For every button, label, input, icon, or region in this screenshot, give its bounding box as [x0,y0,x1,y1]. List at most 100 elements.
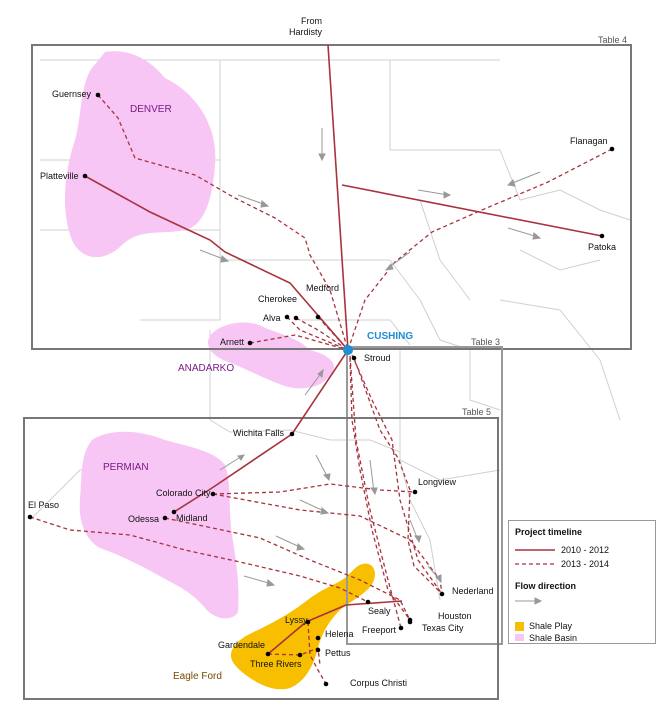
arnett-label: Arnett [220,337,245,347]
sealy-label: Sealy [368,606,391,616]
table-3-box [346,346,503,645]
el-paso-label: El Paso [28,500,59,510]
eagle-ford-play-shape [230,563,375,690]
cushing-hub-dot [343,345,353,355]
patoka-pipeline [341,184,603,237]
texas-city-dot [407,619,413,625]
midland-label: Midland [176,513,208,523]
midland-houston [164,517,411,621]
guernsey-pipeline [97,94,349,351]
stroud-label: Stroud [364,353,391,363]
medford-label: Medford [306,283,339,293]
colorado-city-nederland [212,493,443,595]
pettus-label: Pettus [325,648,351,658]
wichita-falls-label: Wichita Falls [233,428,285,438]
origin-label-line1: From [301,16,322,26]
lyssy-label: Lyssy [285,615,308,625]
legend-arrow-icon [515,597,543,605]
anadarko-basin-shape [208,322,334,389]
three-rivers-dot [297,652,303,658]
origin-label-line2: Hardisty [289,27,323,37]
alva-dot [293,315,299,321]
guernsey-dot [95,92,101,98]
arnett-dot [247,340,253,346]
el-paso-pipeline [29,516,369,603]
platteville-pipeline [84,175,349,351]
sealy-dot [365,599,371,605]
permian-basin-shape [79,431,239,619]
flanagan-pipeline [347,148,613,351]
pettus-dot [315,647,321,653]
legend-play-label: Shale Play [529,621,573,631]
flanagan-label: Flanagan [570,136,608,146]
lyssy-dot [305,619,311,625]
denver-basin-label: DENVER [130,104,172,115]
table-4-box [31,44,632,350]
legend-play-swatch [515,622,524,631]
longview-pipeline [353,357,443,595]
legend-title: Project timeline [515,527,583,537]
patoka-label: Patoka [588,242,616,252]
houston-pipeline [349,357,411,621]
table-5-box [23,417,499,700]
table-3-label: Table 3 [471,337,500,347]
nederland-label: Nederland [452,586,494,596]
eagle-ford-label: Eagle Ford [173,671,222,682]
patoka-dot [599,233,605,239]
alva-label: Alva [263,313,281,323]
wichita-falls-dot [289,431,295,437]
legend-dashed-label: 2013 - 2014 [561,559,610,569]
legend-solid-label: 2010 - 2012 [561,545,610,555]
legend-flow-label: Flow direction [515,581,577,591]
platteville-label: Platteville [40,171,79,181]
guernsey-label: Guernsey [52,89,92,99]
cherokee-label: Cherokee [258,294,297,304]
corpus-christi-label: Corpus Christi [350,678,407,688]
nederland-pipeline-a [351,354,443,595]
helena-dot [315,635,321,641]
flow-arrows [199,128,542,587]
freeport-dot [398,625,404,631]
stroud-dot [351,355,357,361]
freeport-pipeline [349,355,402,629]
keystone-pipeline [327,44,349,351]
three-rivers-label: Three Rivers [250,659,302,669]
houston-label: Houston [438,611,472,621]
flanagan-dot [609,146,615,152]
corpus-christi-dot [323,681,329,687]
map-legend: Project timeline 2010 - 2012 2013 - 2014… [508,520,656,644]
nederland-dot [439,591,445,597]
table-5-label: Table 5 [462,407,491,417]
longview-dot [412,489,418,495]
gardendale-dot [265,651,271,657]
el-paso-dot [27,514,33,520]
odessa-label: Odessa [128,514,159,524]
pipelines-2013-2014 [29,94,613,685]
table-4-label: Table 4 [598,35,627,45]
permian-basin-label: PERMIAN [103,462,149,473]
freeport-label: Freeport [362,625,397,635]
helena-label: Helena [325,629,354,639]
anadarko-basin-label: ANADARKO [178,363,234,374]
three-rivers-pipeline [267,647,321,666]
longview-label: Longview [418,477,457,487]
midland-dot [171,509,177,515]
colorado-city-label: Colorado City [156,488,211,498]
pipelines-2010-2012 [84,44,603,655]
lyssy-pipeline [307,621,327,685]
odessa-dot [162,515,168,521]
legend-basin-swatch [515,634,524,641]
cushing-label: CUSHING [367,331,413,342]
arnett-pipeline [249,334,349,351]
denver-basin-shape [64,51,216,258]
texas-city-label: Texas City [422,623,464,633]
alva-pipeline [295,317,349,351]
wichita-falls-pipeline [173,349,349,513]
gardendale-label: Gardendale [218,640,265,650]
medford-dot [315,314,321,320]
colorado-city-dot [210,491,216,497]
eagle-ford-pipeline [267,600,403,655]
location-dots [27,92,615,687]
